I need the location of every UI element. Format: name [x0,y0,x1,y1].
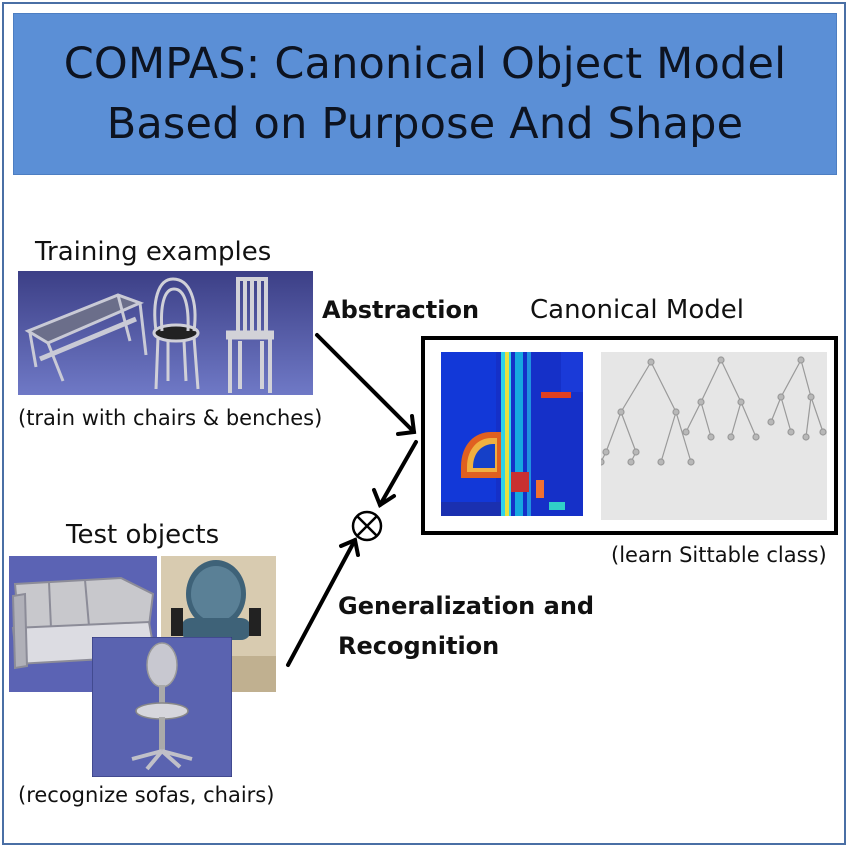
title-banner: COMPAS: Canonical Object Model Based on … [13,13,837,175]
heatmap-image [441,352,583,516]
test-heading: Test objects [66,520,220,550]
canonical-model-box [421,336,838,535]
generalization-label-line-2: Recognition [338,632,500,660]
tree-model-image [601,352,827,520]
generalization-label-line-1: Generalization and [338,592,595,620]
training-heading: Training examples [35,237,272,267]
bentwood-chair-shape [152,277,200,390]
bench-shape [24,293,148,382]
title-line-1: COMPAS: Canonical Object Model [63,39,787,89]
training-examples-image [18,271,313,395]
ladder-chair-shape [226,277,274,393]
test-chair-shape [131,642,193,771]
title-line-2: Based on Purpose And Shape [106,99,744,149]
training-caption: (train with chairs & benches) [18,406,323,430]
test-caption: (recognize sofas, chairs) [18,783,275,807]
canonical-heading: Canonical Model [530,295,744,325]
test-chair-render [92,637,232,777]
abstraction-label: Abstraction [322,296,480,324]
office-chair-shape [171,560,261,670]
canonical-caption: (learn Sittable class) [611,543,827,567]
